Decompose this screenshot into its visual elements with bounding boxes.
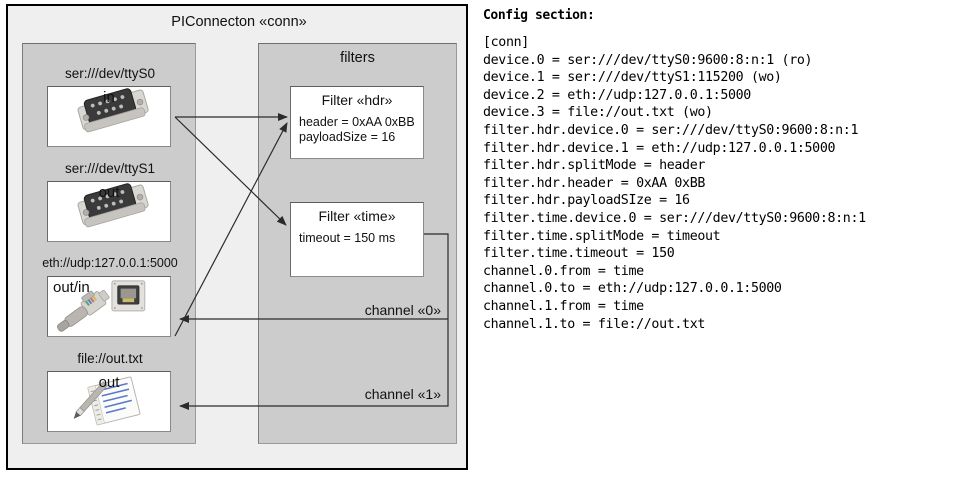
filter-attr: timeout = 150 ms (299, 231, 396, 245)
serial-port-icon (77, 88, 149, 133)
devices-group: ser:///dev/ttyS0 in (22, 43, 196, 444)
device-box-ttys1[interactable]: out (47, 181, 171, 242)
ethernet-jack-icon (57, 280, 146, 332)
filter-attrs-hdr: header = 0xAA 0xBB payloadSize = 16 (299, 115, 415, 145)
device-direction-1: out (98, 184, 120, 201)
device-box-file[interactable]: out (47, 371, 171, 432)
filters-group: filters Filter «hdr» header = 0xAA 0xBB … (258, 43, 457, 444)
config-body: [conn] device.0 = ser:///dev/ttyS0:9600:… (483, 35, 866, 332)
filter-attr: payloadSize = 16 (299, 130, 396, 144)
device-label-1: ser:///dev/ttyS1 (64, 161, 156, 176)
channel-label-0: channel «0» (364, 302, 441, 318)
channel-label-1: channel «1» (364, 386, 441, 402)
filter-title-time: Filter «time» (318, 208, 396, 224)
serial-port-icon (77, 183, 149, 228)
device-direction-3: out (98, 374, 120, 391)
diagram-title: PIConnecton «conn» (171, 14, 307, 30)
document-pencil-icon (73, 376, 141, 426)
filter-title-hdr: Filter «hdr» (321, 92, 393, 108)
filter-box-time[interactable]: Filter «time» timeout = 150 ms (290, 202, 424, 277)
config-heading: Config section: (483, 8, 595, 23)
device-label-0: ser:///dev/ttyS0 (64, 66, 156, 81)
device-box-ttys0[interactable]: in (47, 86, 171, 147)
device-direction-2: out/in (53, 279, 90, 296)
filter-box-hdr[interactable]: Filter «hdr» header = 0xAA 0xBB payloadS… (290, 86, 424, 159)
device-direction-0: in (103, 89, 115, 106)
device-label-3: file://out.txt (77, 351, 143, 366)
config-section: Config section: [conn] device.0 = ser://… (483, 8, 957, 333)
device-box-eth[interactable]: out/in (47, 276, 171, 337)
filter-attr: header = 0xAA 0xBB (299, 115, 415, 129)
filters-group-title: filters (340, 50, 375, 66)
architecture-diagram: PIConnecton «conn» ser:///dev/ttyS0 in (6, 4, 470, 472)
device-label-2: eth://udp:127.0.0.1:5000 (42, 256, 178, 270)
filter-attrs-time: timeout = 150 ms (299, 231, 395, 246)
piconnector-frame: PIConnecton «conn» ser:///dev/ttyS0 in (6, 4, 468, 470)
